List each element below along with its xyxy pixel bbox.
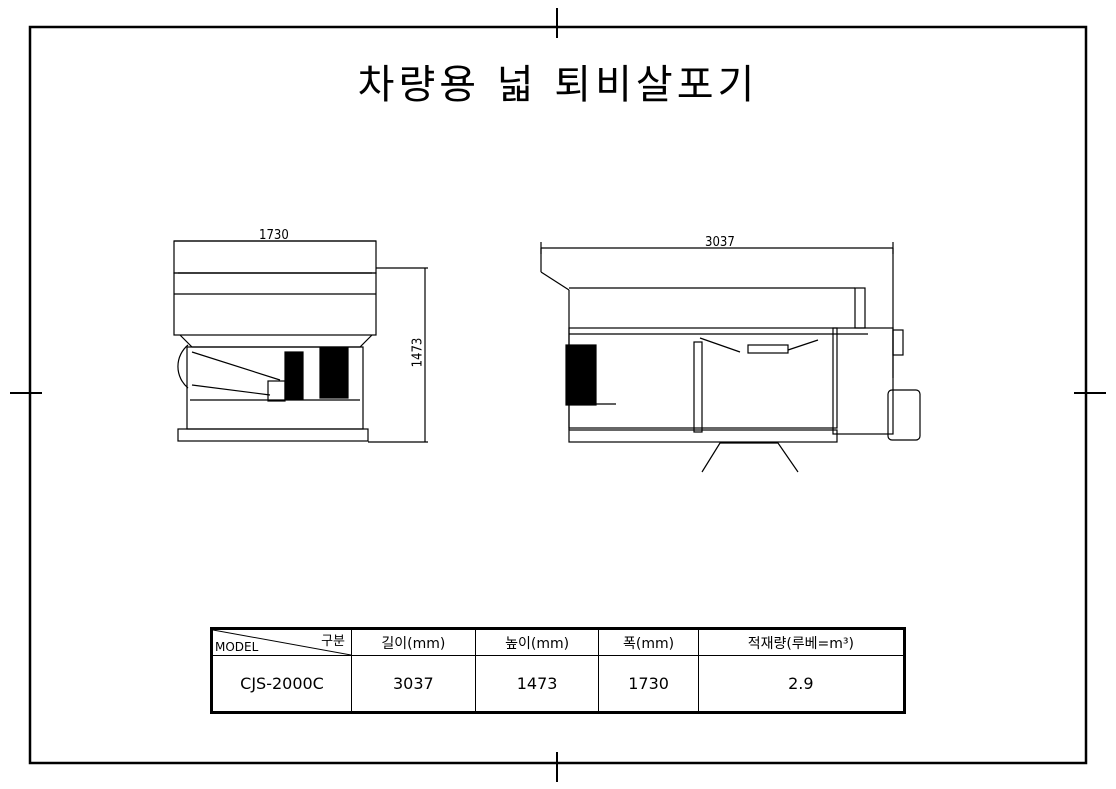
center-marks [10,8,1106,782]
cell-height: 1473 [474,655,600,713]
cell-width: 1730 [598,655,699,713]
front-width-dimension: 1730 [259,228,289,243]
front-view-drawing [173,240,428,443]
cell-model: CJS-2000C [211,655,352,713]
corner-model-label: MODEL [215,640,259,654]
front-height-dimension: 1473 [410,337,426,368]
cell-length: 3037 [351,655,476,713]
header-length: 길이(mm) [351,628,476,656]
header-width: 폭(mm) [598,628,699,656]
table-row: CJS-2000C 3037 1473 1730 2.9 [211,655,906,713]
spec-table: MODEL 구분 길이(mm) 높이(mm) 폭(mm) 적재량(루베=m³) … [210,627,906,714]
corner-category-label: 구분 [321,634,345,649]
header-capacity: 적재량(루베=m³) [697,628,906,656]
side-view-drawing [540,242,921,473]
table-header-row: MODEL 구분 길이(mm) 높이(mm) 폭(mm) 적재량(루베=m³) [211,628,906,656]
side-length-dimension: 3037 [705,235,735,250]
header-height: 높이(mm) [474,628,600,656]
corner-header-cell: MODEL 구분 [211,628,352,656]
drawing-title: 차량용 넓 퇴비살포기 [357,62,759,108]
cell-capacity: 2.9 [697,655,906,713]
